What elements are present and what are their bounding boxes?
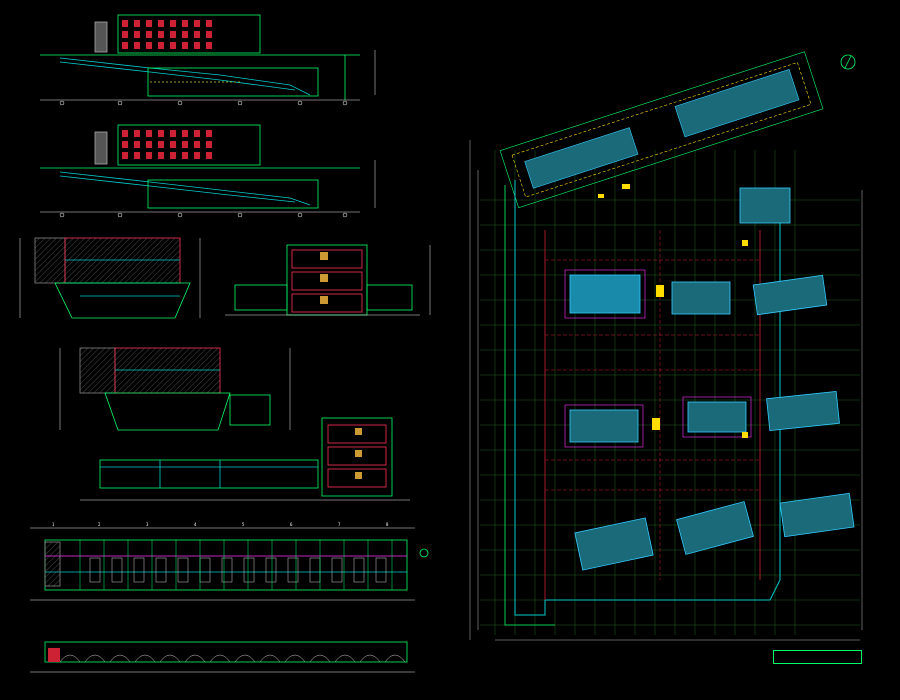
rotated-top-building [499, 51, 824, 209]
svg-text:4: 4 [194, 522, 197, 527]
tower-blocks [569, 187, 855, 571]
svg-text:7: 7 [338, 522, 341, 527]
north-arrow-icon [840, 54, 856, 70]
section-c [59, 347, 291, 431]
strip-axis-labels: 1 2 3 4 5 6 7 8 [52, 522, 389, 527]
svg-text:2: 2 [98, 522, 101, 527]
ramp-section-2 [40, 124, 376, 218]
section-a [19, 237, 201, 319]
plan-perimeter [514, 180, 791, 616]
site-plan [469, 51, 863, 641]
section-d [80, 417, 410, 501]
svg-text:8: 8 [386, 522, 389, 527]
svg-text:1: 1 [52, 522, 55, 527]
window-grid-1 [122, 20, 212, 49]
section-b [225, 244, 431, 316]
arcade-elevation [30, 641, 415, 673]
svg-text:5: 5 [242, 522, 245, 527]
parking-strip-plan [30, 527, 429, 601]
title-block [773, 650, 862, 664]
ramp-section-1 [40, 14, 376, 106]
svg-text:3: 3 [146, 522, 149, 527]
window-grid-2 [122, 130, 212, 159]
svg-text:6: 6 [290, 522, 293, 527]
structural-grid [480, 150, 860, 635]
